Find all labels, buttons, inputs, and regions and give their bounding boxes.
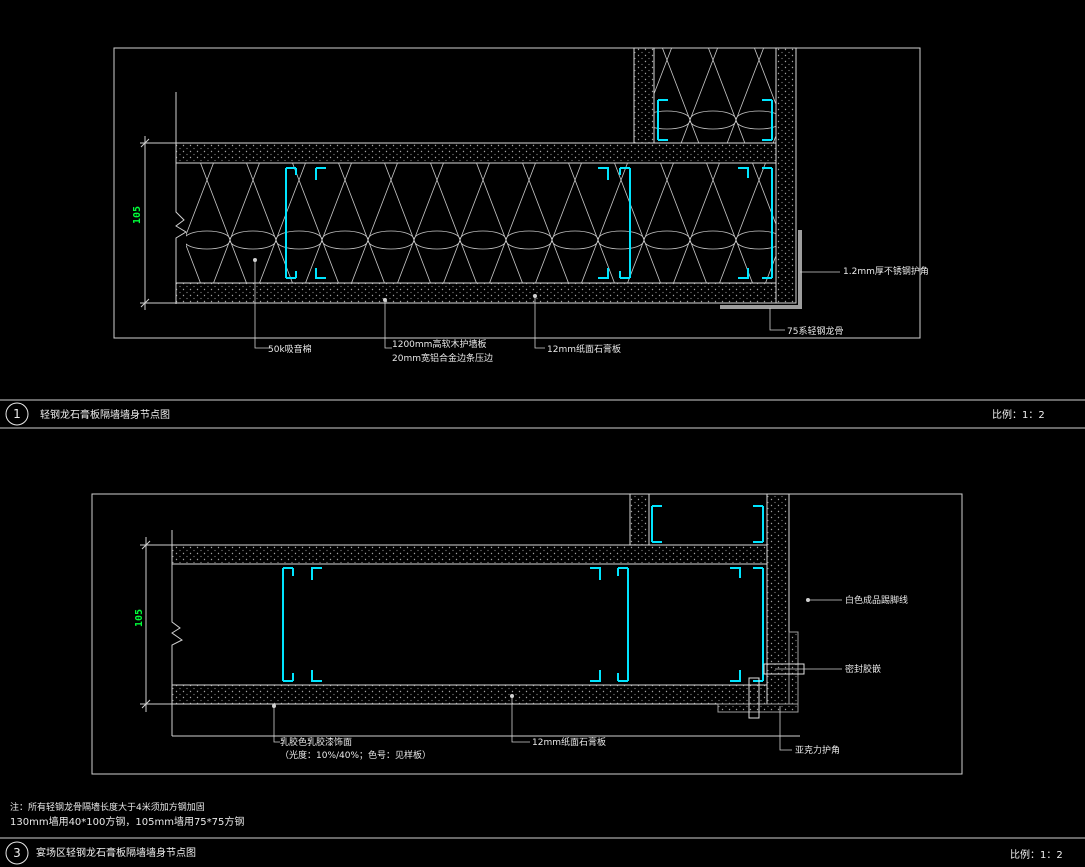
bottom-stud-perp-2 [753, 505, 764, 543]
top-stud-perp-2 [762, 99, 773, 141]
bottom-dimension-value: 105 [134, 609, 145, 627]
top-steel-angle [720, 230, 802, 309]
bottom-gypsum-board-lower [171, 684, 790, 705]
top-stud-1b [315, 167, 326, 279]
bottom-gypsum-board-perp [629, 493, 650, 546]
bottom-detail-number: 3 [13, 846, 21, 860]
title-bar-bottom: 3 宴场区轻钢龙石膏板隔墙墙身节点图 比例：1：2 [0, 837, 1085, 865]
top-frame [113, 47, 921, 339]
top-stud-3 [762, 167, 773, 279]
bottom-dimension [140, 537, 800, 737]
note-line-1: 注：所有轻钢龙骨隔墙长度大于4米须加方钢加固 [10, 801, 205, 813]
top-label-wood-strip-1: 1200mm高软木护墙板 [392, 338, 486, 350]
detail-top: 105 50k吸音棉 1200mm高软木护墙板 20mm宽铝合金边条压边 12m… [113, 47, 929, 364]
top-stud-1 [285, 167, 297, 279]
bottom-stud-1b [311, 567, 322, 682]
top-label-keel: 75系轻钢龙骨 [787, 325, 843, 337]
bottom-label-paint-1: 乳胶色乳胶漆饰面 [280, 736, 352, 748]
top-detail-number-circle [5, 402, 29, 426]
bottom-corner-box [748, 677, 760, 719]
bottom-detail-number-circle [5, 841, 29, 865]
bottom-frame [91, 493, 963, 775]
bottom-detail-title: 宴场区轻钢龙石膏板隔墙墙身节点图 [36, 846, 196, 859]
bottom-label-paint-2: （光度：10%/40%；色号：见样板） [280, 749, 431, 761]
top-dimension-value: 105 [132, 206, 143, 224]
top-wall-break-line [175, 92, 187, 304]
top-gypsum-board-upper [175, 142, 777, 164]
bottom-label-sealant: 密封胶嵌 [845, 663, 881, 675]
top-label-steel-angle: 1.2mm厚不锈钢护角 [843, 265, 929, 277]
top-gypsum-board-corner [775, 47, 797, 304]
top-gypsum-board-lower [175, 282, 797, 304]
top-stud-3b [738, 167, 749, 279]
top-stud-2 [619, 167, 631, 279]
top-studs [285, 99, 773, 279]
top-leaders [254, 260, 840, 349]
top-label-insulation: 50k吸音棉 [268, 343, 312, 355]
note-line-2: 130mm墙用40*100方钢，105mm墙用75*75方钢 [10, 815, 244, 828]
top-insulation-fill [186, 163, 776, 283]
top-label-wood-strip-2: 20mm宽铝合金边条压边 [392, 352, 493, 364]
bottom-studs [282, 505, 764, 682]
bottom-stud-3 [753, 567, 764, 682]
bottom-gypsum-board-upper [171, 544, 768, 565]
detail-bottom: 105 白色成品踢脚线 密封胶嵌 乳胶色乳胶漆饰面 （光度：10%/40%；色号… [91, 493, 963, 775]
top-label-gypsum: 12mm纸面石膏板 [547, 343, 621, 355]
top-stud-2b [598, 167, 609, 279]
bottom-stud-1 [282, 567, 294, 682]
top-insulation-perp [654, 48, 776, 143]
bottom-detail-scale: 比例：1：2 [1010, 848, 1063, 861]
top-detail-title: 轻钢龙石膏板隔墙墙身节点图 [40, 408, 170, 421]
top-dimension [140, 136, 176, 310]
bottom-stud-3b [730, 567, 741, 682]
bottom-stud-perp-1 [651, 505, 662, 543]
bottom-leaders [273, 599, 842, 751]
top-gypsum-board-perp [633, 47, 655, 144]
bottom-corner-guard-base [717, 703, 799, 713]
bottom-label-skirting: 白色成品踢脚线 [845, 594, 908, 606]
bottom-label-corner: 亚克力护角 [795, 744, 840, 756]
bottom-stud-2b [590, 567, 601, 682]
top-detail-scale: 比例：1：2 [992, 408, 1045, 421]
bottom-label-gypsum: 12mm纸面石膏板 [532, 736, 606, 748]
bottom-wall-break-line [171, 530, 183, 706]
bottom-stud-2 [617, 567, 629, 682]
title-bar-top: 1 轻钢龙石膏板隔墙墙身节点图 比例：1：2 [0, 399, 1085, 429]
bottom-gypsum-board-corner [766, 493, 790, 705]
top-detail-number: 1 [13, 407, 21, 421]
top-stud-perp-1 [657, 99, 668, 141]
